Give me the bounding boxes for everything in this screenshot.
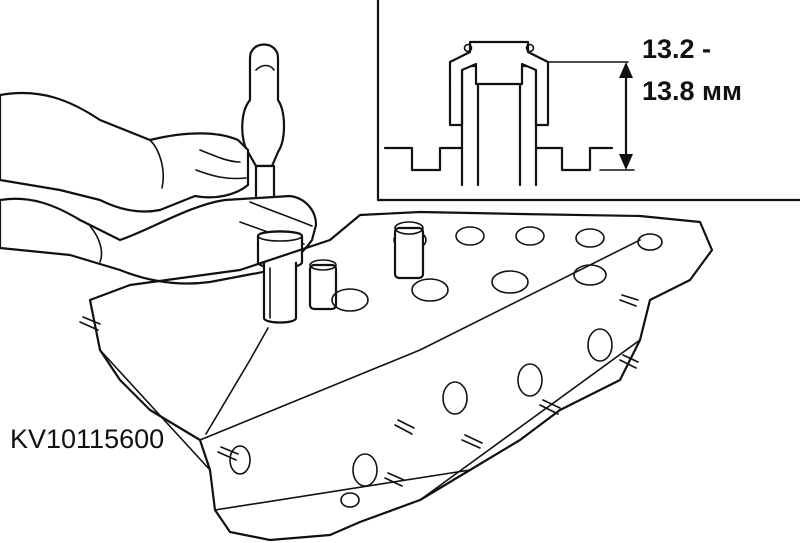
dimension-arrow: [619, 62, 633, 170]
upper-hand: [0, 91, 250, 213]
hammer-head: [241, 43, 286, 168]
exhaust-port: [442, 381, 468, 415]
manifold-studs: [79, 294, 639, 487]
head-surface-profile: [383, 146, 614, 172]
cylinder-head-outline: [88, 210, 714, 542]
dimension-value-line1: 13.2 -: [642, 34, 711, 64]
seal-installer-tool: [256, 230, 304, 324]
hand-holding-hammer: [0, 91, 250, 213]
tool-leader-line: [205, 327, 269, 435]
seal-spring-left: [463, 43, 473, 53]
valve-stem: [476, 82, 522, 187]
seal-spring-right: [525, 43, 535, 53]
tool-part-number: KV10115600: [10, 424, 164, 454]
cylinder-head: [79, 210, 714, 542]
lower-hand: [0, 194, 318, 285]
inset-detail: 13.2 - 13.8 мм: [376, 0, 800, 202]
dimension-value-line2: 13.8 мм: [642, 76, 742, 106]
valve-oil-seal: [448, 40, 550, 127]
